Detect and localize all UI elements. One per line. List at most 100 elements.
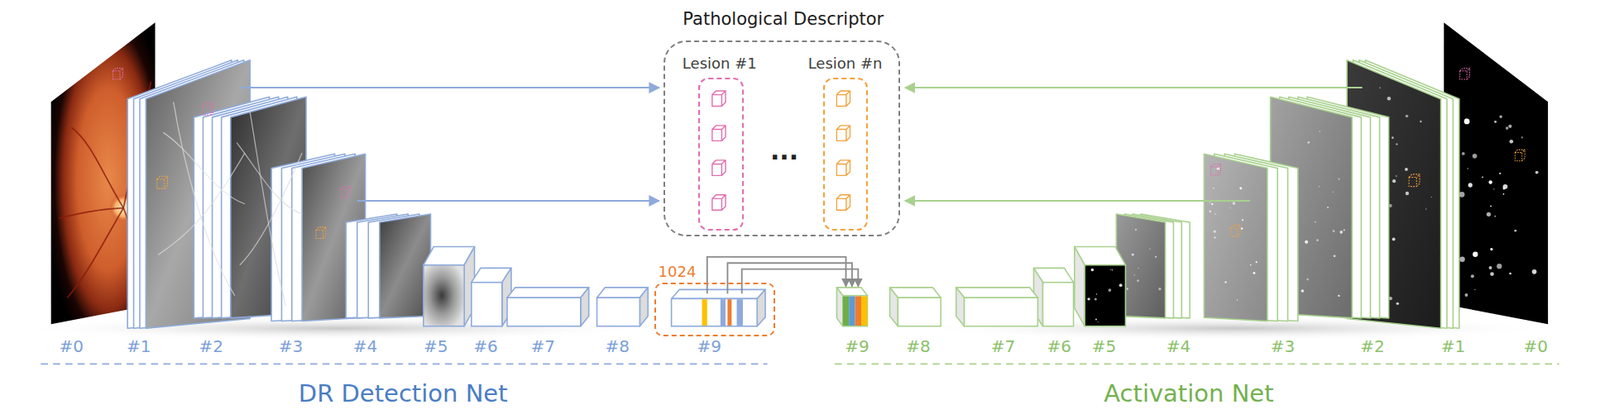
vessel	[59, 208, 125, 219]
lesion-dot	[1503, 184, 1509, 190]
lesion-dot	[1318, 186, 1320, 187]
lesion-cube	[712, 160, 726, 177]
lesion-dot	[1224, 281, 1227, 283]
vessel	[239, 153, 302, 266]
lesion-dot	[1466, 167, 1468, 169]
lesion-dot	[1240, 227, 1243, 230]
feature-map	[1203, 153, 1267, 321]
lesion-dot	[1301, 289, 1304, 293]
lesion-dot	[1486, 212, 1491, 217]
lesion-cube	[1460, 67, 1471, 80]
lesion-dot	[1496, 263, 1502, 269]
channel-stripe	[861, 296, 868, 326]
descriptor-box: Pathological Descriptor...Lesion #1Lesio…	[663, 40, 901, 237]
lesion-dot	[1499, 115, 1503, 119]
lesion-dot	[1239, 186, 1242, 190]
block-front	[423, 265, 465, 327]
layer-number: #5	[1092, 337, 1117, 356]
layer-number: #1	[126, 337, 151, 356]
channel-stripe	[848, 296, 855, 326]
block-front	[671, 298, 758, 326]
layer-number: #6	[1047, 337, 1072, 356]
lesion-cube	[316, 227, 326, 240]
block-side	[639, 287, 648, 327]
lesion-dot	[1306, 278, 1309, 282]
lesion-dot	[1230, 207, 1232, 209]
layer-number: #3	[1270, 337, 1295, 356]
lesion-dot	[1213, 230, 1217, 234]
lesion-dot	[1489, 248, 1493, 251]
lesion-cube	[712, 125, 726, 142]
lesion-dot	[1508, 124, 1512, 129]
lesion-dot	[1489, 272, 1495, 277]
lesion-dot	[1464, 119, 1471, 125]
lesion-box: Lesion #n	[823, 77, 868, 231]
lesion-heading: Lesion #1	[682, 55, 757, 72]
lesion-dot	[1307, 141, 1310, 144]
layer-number: #2	[199, 337, 224, 356]
lesion-cube	[1408, 174, 1420, 187]
lesion-dot	[1250, 264, 1252, 267]
layer-number: #5	[423, 337, 448, 356]
lesion-dot	[1474, 289, 1476, 291]
lesion-cube	[1211, 163, 1222, 176]
lesion-dot	[1304, 240, 1308, 245]
lesion-dot	[1337, 295, 1340, 298]
vessel	[71, 127, 124, 208]
lesion-dot	[1208, 210, 1212, 213]
lesion-dot	[1314, 221, 1317, 224]
lesion-dot	[1158, 287, 1161, 291]
lesion-dot	[1095, 318, 1098, 321]
lesion-dot	[1137, 268, 1139, 269]
lesion-dot	[1405, 191, 1409, 196]
lesion-dot	[1387, 96, 1392, 101]
block-front	[964, 297, 1039, 327]
vessel	[158, 153, 245, 255]
lesion-dot	[1096, 293, 1098, 296]
layer-number: #4	[1166, 337, 1191, 356]
channel-stripe	[720, 299, 726, 326]
vessel	[249, 112, 286, 307]
layer-number: #9	[696, 337, 721, 356]
lesion-dot	[1253, 272, 1256, 275]
lesion-cube	[836, 160, 850, 177]
lesion-dot	[1111, 269, 1114, 272]
block-side	[890, 287, 899, 327]
layer-number: #3	[278, 337, 303, 356]
block-top	[956, 287, 1039, 298]
layer-number: #6	[473, 337, 498, 356]
lesion-dot	[1343, 229, 1346, 231]
layer-group	[9, 22, 1562, 365]
block-front	[843, 296, 868, 327]
lesion-dot	[1459, 257, 1466, 264]
lesion-cube	[836, 125, 850, 142]
lesion-dot	[1392, 237, 1396, 241]
lesion-dot	[1405, 114, 1409, 119]
block-top	[671, 289, 766, 299]
lesion-dot	[1521, 136, 1524, 139]
vessel	[67, 208, 124, 299]
lesion-dot	[1425, 208, 1428, 211]
lesion-dot	[1505, 126, 1509, 130]
skip-arrow	[240, 86, 660, 89]
lesion-dot	[1509, 139, 1514, 144]
lesion-cube	[157, 176, 168, 189]
lesion-dot	[1489, 205, 1492, 208]
lesion-dot	[1472, 252, 1478, 258]
lesion-dot	[1503, 193, 1505, 196]
block-front	[1043, 282, 1074, 327]
channel-stripe	[702, 299, 708, 326]
lesion-cube	[712, 91, 726, 107]
lesion-dot	[1472, 153, 1478, 159]
lesion-dot	[1535, 171, 1539, 175]
lesion-dot	[1464, 293, 1468, 298]
layer-number: #7	[530, 337, 555, 356]
box-heading: Pathological Descriptor	[682, 10, 884, 30]
lesion-dot	[1465, 118, 1467, 120]
layer-number: #1	[1441, 337, 1466, 356]
lesion-dot	[1494, 120, 1497, 124]
lesion-dot	[1391, 136, 1395, 139]
block-top	[507, 287, 590, 298]
